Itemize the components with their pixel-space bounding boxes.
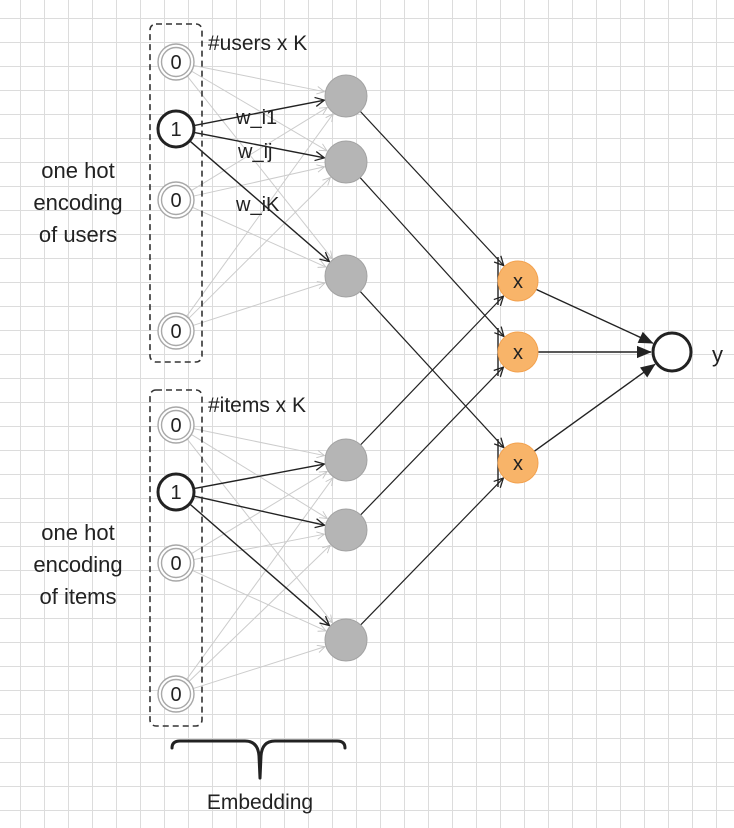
user-input-node-value: 1: [170, 119, 181, 141]
weight-label-w-iK: w_iK: [235, 194, 280, 216]
item-input-node: 0: [157, 544, 195, 582]
item-embedding-node: [324, 508, 368, 552]
embedding-to-product-edge: [359, 177, 504, 337]
item-weight-edge: [194, 464, 325, 490]
user-faint-edge: [188, 178, 331, 319]
embedding-to-product-edge: [359, 291, 504, 447]
embedding-to-product-edge: [360, 478, 504, 626]
user-input-node: 0: [157, 181, 195, 219]
multiply-symbol: x: [513, 342, 523, 364]
embedding-to-product-edge: [359, 110, 503, 265]
item-faint-edge: [191, 471, 327, 555]
item-weight-edge: [189, 503, 329, 625]
user-faint-edge: [192, 206, 325, 267]
user-faint-edge: [191, 70, 328, 151]
item-embedding-node: [324, 438, 368, 482]
user-input-node-value: 0: [170, 190, 181, 212]
strong-edges: [189, 100, 656, 626]
multiply-node: x: [497, 442, 539, 484]
product-to-output-edge: [535, 288, 654, 344]
weight-label-w-ij: w_ij: [237, 141, 272, 163]
embedding-to-product-edge: [360, 296, 504, 446]
user-faint-edge: [186, 114, 334, 317]
user-faint-edge: [186, 75, 332, 259]
item-faint-edge: [193, 534, 325, 561]
user-input-node-value: 0: [170, 52, 181, 74]
faint-edges: [186, 65, 334, 690]
user-weight-edge: [194, 131, 325, 158]
product-to-output-edge: [533, 363, 656, 452]
multiply-node: x: [497, 260, 539, 302]
item-faint-edge: [193, 428, 325, 456]
user-input-node: 0: [157, 43, 195, 81]
users-side-label-line1: one hot: [41, 158, 114, 183]
embedding-label: Embedding: [207, 791, 313, 814]
item-input-node-value: 0: [170, 684, 181, 706]
user-faint-edge: [193, 65, 325, 92]
user-input-node-value: 0: [170, 321, 181, 343]
user-embedding-node: [324, 74, 368, 118]
users-side-label-line2: encoding: [33, 190, 122, 215]
items-onehot-box: [149, 389, 203, 727]
users-onehot-box: [149, 23, 203, 363]
user-input-node: 0: [157, 312, 195, 350]
user-weight-edge: [194, 100, 325, 127]
item-input-node: 0: [157, 675, 195, 713]
item-faint-edge: [192, 569, 326, 630]
user-faint-edge: [192, 283, 325, 326]
embedding-brace: [170, 739, 347, 780]
weight-label-w-i1: w_i1: [235, 107, 277, 129]
item-faint-edge: [188, 545, 330, 682]
users-side-label-line3: of users: [39, 222, 117, 247]
items-matrix-label: #items x K: [208, 394, 306, 417]
item-input-node-value: 1: [170, 482, 181, 504]
output-node: [651, 331, 693, 373]
users-matrix-label: #users x K: [208, 32, 307, 55]
item-input-node-value: 0: [170, 553, 181, 575]
items-side-label-line2: encoding: [33, 552, 122, 577]
item-faint-edge: [186, 478, 333, 680]
multiply-symbol: x: [513, 271, 523, 293]
nodes: 0 1 0 0 0 1 0 0 x x x: [156, 43, 693, 713]
user-faint-edge: [191, 107, 327, 192]
item-input-node-value: 0: [170, 415, 181, 437]
user-embedding-node: [324, 254, 368, 298]
item-input-node: 0: [157, 406, 195, 444]
item-embedding-node: [324, 618, 368, 662]
output-label: y: [712, 342, 723, 367]
item-faint-edge: [193, 647, 325, 690]
items-side-label-line3: of items: [39, 584, 116, 609]
items-side-label-line1: one hot: [41, 520, 114, 545]
multiply-node: x: [497, 331, 539, 373]
item-faint-edge: [186, 438, 332, 623]
item-input-node: 1: [156, 472, 196, 512]
user-embedding-node: [324, 140, 368, 184]
embedding-to-product-edge: [360, 367, 504, 516]
user-faint-edge: [193, 167, 325, 197]
user-weight-edge: [189, 140, 329, 261]
multiply-symbol: x: [513, 453, 523, 475]
item-weight-edge: [194, 495, 325, 525]
user-input-node: 1: [156, 109, 196, 149]
